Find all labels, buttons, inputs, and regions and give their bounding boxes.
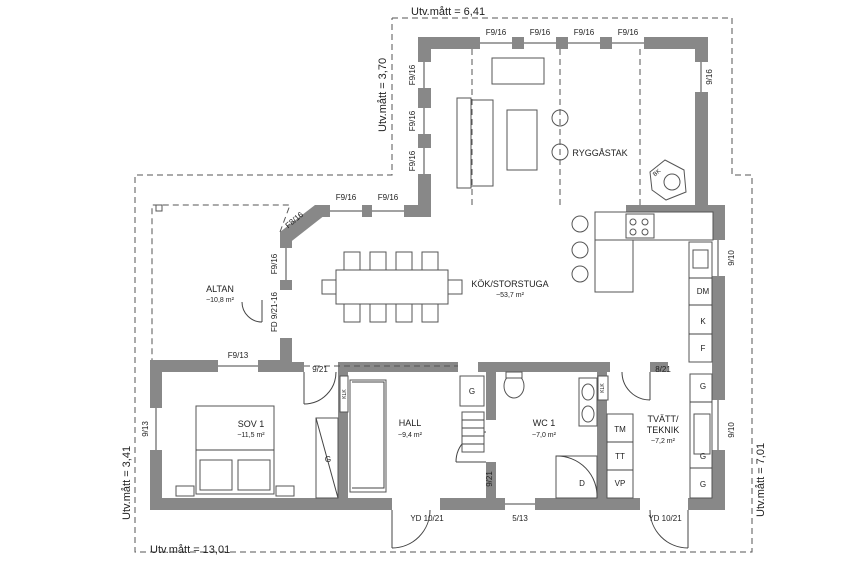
window-kitchen-top-2: F9/16 (378, 193, 399, 202)
window-top-3: F9/16 (574, 28, 595, 37)
room-wc-name: WC 1 (533, 418, 556, 428)
cabinet-g-2: G (700, 452, 706, 461)
door-sov: 9/21 (312, 365, 328, 374)
dimension-right: Utv.mått = 7,01 (755, 443, 767, 517)
stove-bk: BK (652, 168, 662, 178)
wc-fixtures (503, 371, 609, 499)
dining-table (321, 251, 463, 323)
hall-fixtures (339, 375, 485, 493)
window-top-4: F9/16 (618, 28, 639, 37)
dimension-top: Utv.mått = 6,41 (411, 6, 485, 18)
window-right-upper: 9/16 (705, 69, 714, 85)
shower-d: D (579, 479, 585, 488)
room-kok-name: KÖK/STORSTUGA (471, 279, 548, 289)
room-altan-area: ~10,8 m² (206, 297, 234, 304)
window-top-2: F9/16 (530, 28, 551, 37)
door-tvatt: 8/21 (655, 365, 671, 374)
altan-outline (151, 204, 458, 367)
room-wc-area: ~7,0 m² (532, 432, 557, 439)
window-upper-left-2: F9/16 (408, 110, 417, 131)
tvatt-fixtures (606, 373, 713, 499)
bed (175, 405, 295, 497)
window-upper-left-3: F9/16 (408, 150, 417, 171)
cabinet-f: F (701, 344, 706, 353)
cabinet-dm: DM (697, 287, 710, 296)
living-furniture (456, 49, 687, 205)
room-sov-name: SOV 1 (238, 419, 265, 429)
window-altan-bottom: F9/13 (228, 351, 249, 360)
window-glazing (155, 42, 719, 505)
window-kitchen-right: 9/10 (727, 250, 736, 266)
door-wc: 9/21 (485, 471, 494, 487)
room-tvatt-name-1: TVÄTT/ (648, 414, 679, 424)
kitchen-counters (571, 211, 714, 363)
room-tvatt-area: ~7,2 m² (651, 438, 676, 445)
room-sov-area: ~11,5 m² (237, 432, 265, 439)
dimension-bottom: Utv.mått = 13,01 (150, 544, 230, 556)
window-altan-side: F9/16 (270, 253, 279, 274)
window-sov-left: 9/13 (141, 421, 150, 437)
dimension-left-lower: Utv.mått = 3,41 (121, 446, 133, 520)
room-altan-name: ALTAN (206, 284, 234, 294)
wardrobe-hall: G (469, 387, 475, 396)
window-wc: 5/13 (512, 514, 528, 523)
room-ryggastak-name: RYGGÅSTAK (572, 148, 627, 158)
door-tvatt-outer: YD 10/21 (648, 514, 682, 523)
cabinet-k: K (700, 317, 706, 326)
closet-wc: KLK (600, 383, 606, 393)
sov-wardrobe (315, 417, 339, 499)
dimension-left-upper: Utv.mått = 3,70 (377, 58, 389, 132)
room-hall-area: ~9,4 m² (398, 432, 423, 439)
room-hall-name: HALL (399, 418, 422, 428)
unit-tt: TT (615, 452, 625, 461)
window-top-1: F9/16 (486, 28, 507, 37)
unit-vp: VP (615, 479, 626, 488)
room-tvatt-name-2: TEKNIK (647, 425, 680, 435)
door-hall-outer: YD 10/21 (410, 514, 444, 523)
window-kitchen-top-1: F9/16 (336, 193, 357, 202)
wardrobe-sov: G (325, 455, 331, 464)
closet-hall: KLK (342, 389, 348, 399)
cabinet-g-3: G (700, 480, 706, 489)
roof-outline (134, 17, 753, 553)
door-altan: FD 9/21-16 (270, 291, 279, 332)
window-tvatt-right: 9/10 (727, 422, 736, 438)
window-upper-left-1: F9/16 (408, 64, 417, 85)
room-kok-area: ~53,7 m² (496, 292, 524, 299)
opening-labels: F9/16 F9/16 F9/16 F9/16 F9/16 F9/16 F9/1… (141, 28, 736, 523)
fixture-labels: DM K F G G G TM TT VP G G D BK KLK KLK (325, 168, 710, 489)
unit-tm: TM (614, 425, 626, 434)
cabinet-g-1: G (700, 382, 706, 391)
